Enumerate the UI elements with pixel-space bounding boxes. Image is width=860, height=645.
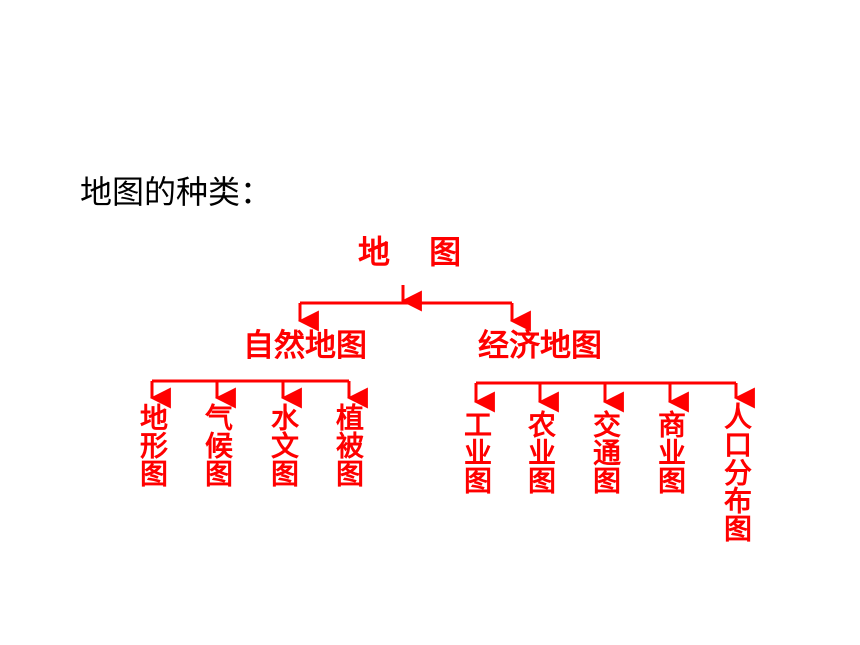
leaf-commerce-map: 商业图 (654, 410, 687, 494)
leaf-industry-map: 工业图 (460, 410, 493, 494)
leaf-transport-map: 交通图 (589, 410, 622, 494)
leaf-agriculture-map: 农业图 (524, 410, 557, 494)
leaf-climate-map: 气候图 (201, 403, 234, 487)
branch-economic-map: 经济地图 (478, 328, 602, 364)
root-node: 地 图 (358, 233, 476, 271)
leaf-population-map: 人口分布图 (720, 402, 753, 542)
slide-heading: 地图的种类： (80, 173, 273, 211)
leaf-vegetation-map: 植被图 (332, 403, 365, 487)
leaf-terrain-map: 地形图 (136, 403, 169, 487)
leaf-hydrology-map: 水文图 (267, 403, 300, 487)
branch-natural-map: 自然地图 (243, 328, 367, 364)
